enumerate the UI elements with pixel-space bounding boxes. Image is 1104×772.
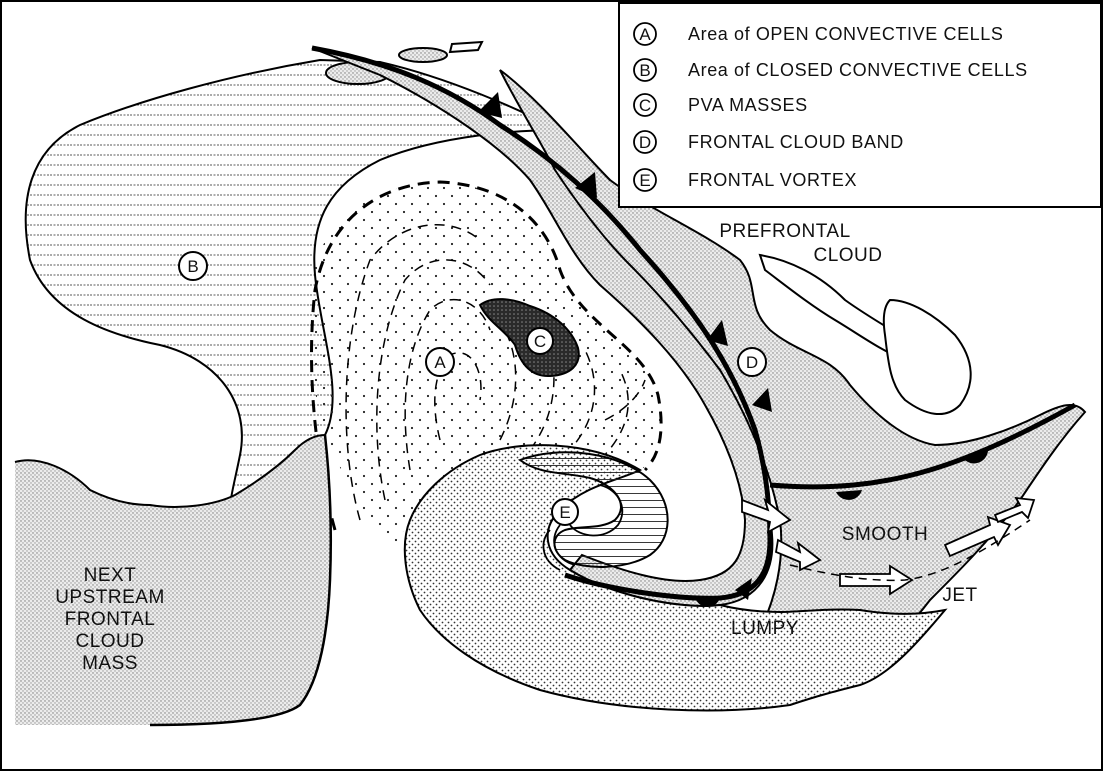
marker-b: B [179,252,207,280]
legend-item: B Area of CLOSED CONVECTIVE CELLS [634,59,1028,81]
prefrontal-label-line1: PREFRONTAL [719,221,850,242]
prefrontal-label-line2: CLOUD [813,245,882,266]
svg-text:NEXT: NEXT [84,565,137,586]
svg-text:CLOUD: CLOUD [75,631,144,652]
svg-text:E: E [559,503,570,522]
svg-text:A: A [639,25,651,44]
svg-text:D: D [639,133,651,152]
svg-text:C: C [534,332,546,351]
cloud-fragment [450,42,482,52]
marker-e: E [552,499,578,525]
lumpy-label: LUMPY [731,618,799,639]
marker-c: C [527,328,553,354]
svg-text:UPSTREAM: UPSTREAM [55,587,165,608]
smooth-label: SMOOTH [842,524,928,545]
svg-text:Area of OPEN CONVECTIVE CELLS: Area of OPEN CONVECTIVE CELLS [688,24,1004,44]
svg-text:PVA MASSES: PVA MASSES [688,95,808,115]
jet-label: JET [942,585,977,606]
svg-text:FRONTAL CLOUD BAND: FRONTAL CLOUD BAND [688,132,904,152]
marker-a: A [426,348,454,376]
svg-text:C: C [639,96,651,115]
svg-text:D: D [746,353,758,372]
marker-d: D [738,348,766,376]
svg-text:FRONTAL VORTEX: FRONTAL VORTEX [688,170,857,190]
svg-text:MASS: MASS [82,653,138,674]
cloud-fragment [399,48,447,62]
svg-text:B: B [187,257,198,276]
legend: A Area of OPEN CONVECTIVE CELLS B Area o… [619,3,1101,207]
svg-text:E: E [639,171,650,190]
svg-text:A: A [434,353,446,372]
legend-item: A Area of OPEN CONVECTIVE CELLS [634,23,1004,45]
svg-text:Area of CLOSED CONVECTIVE CELL: Area of CLOSED CONVECTIVE CELLS [688,60,1028,80]
svg-text:B: B [639,61,650,80]
svg-text:FRONTAL: FRONTAL [65,609,156,630]
